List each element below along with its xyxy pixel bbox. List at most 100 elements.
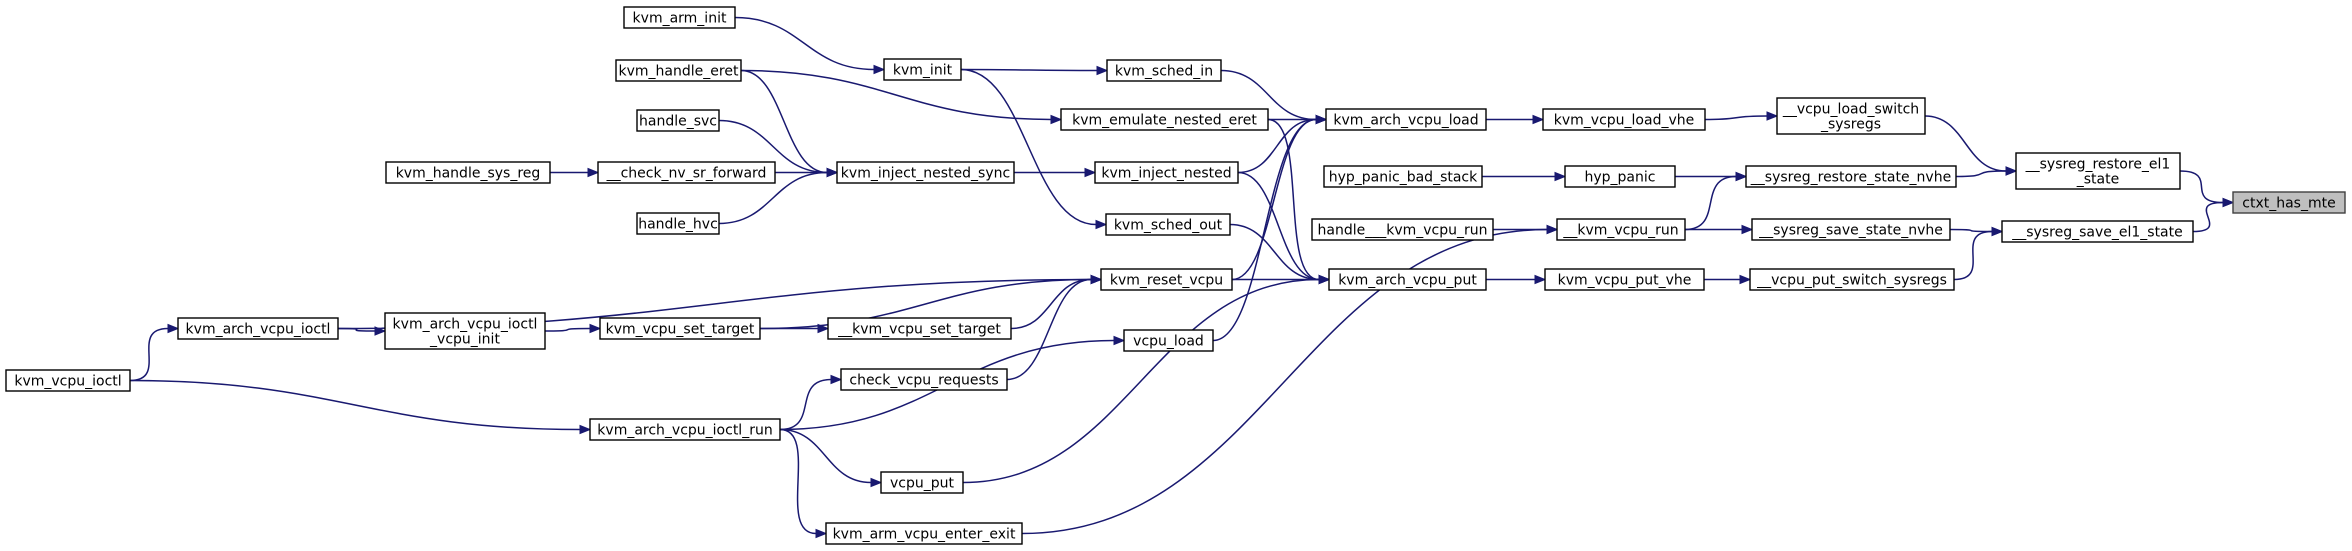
edge-line: [962, 278, 1320, 484]
node-kvm-arch-vcpu-ioctl-vcpu-init[interactable]: kvm_arch_vcpu_ioctl_vcpu_init: [384, 312, 546, 350]
edge-line: [740, 69, 1052, 121]
edge-kvm-arch-vcpu-ioctl-to-kvm-arch-vcpu-ioctl-vcpu-init: [337, 326, 387, 336]
edge-line: [337, 327, 376, 332]
node-label: kvm_arch_vcpu_ioctl: [393, 317, 538, 333]
edge-line: [779, 378, 832, 431]
node-kvm-sched-in[interactable]: kvm_sched_in: [1106, 59, 1222, 82]
node-hyp-panic-bad-stack[interactable]: hyp_panic_bad_stack: [1323, 165, 1483, 188]
node-ctxt-has-mte[interactable]: ctxt_has_mte: [2232, 191, 2346, 214]
node-label: __kvm_vcpu_set_target: [837, 322, 1001, 338]
node-box: [836, 161, 1015, 184]
node-box: [5, 369, 131, 392]
node-kvm-arm-vcpu-enter-exit[interactable]: kvm_arm_vcpu_enter_exit: [825, 522, 1023, 545]
node-kvm-vcpu-set-target-dunder[interactable]: __kvm_vcpu_set_target: [827, 317, 1012, 340]
node-label: kvm_vcpu_put_vhe: [1558, 273, 1692, 289]
node-sysreg-restore-el1-state[interactable]: __sysreg_restore_el1_state: [2015, 152, 2181, 190]
node-label: kvm_arm_init: [633, 11, 727, 27]
node-box: [840, 368, 1008, 391]
node-kvm-reset-vcpu[interactable]: kvm_reset_vcpu: [1100, 268, 1233, 291]
node-hyp-panic[interactable]: hyp_panic: [1564, 165, 1676, 188]
node-box: [615, 59, 742, 82]
node-kvm-emulate-nested-eret[interactable]: kvm_emulate_nested_eret: [1060, 108, 1269, 131]
arrowhead: [587, 167, 600, 178]
edge-kvm-handle-sys-reg-to-check-nv-sr-forward: [549, 167, 600, 178]
edge-kvm-arm-init-to-kvm-init: [734, 16, 886, 75]
node-label: __sysreg_restore_el1: [2025, 157, 2171, 173]
edge-line: [1949, 228, 1993, 233]
node-kvm-arch-vcpu-ioctl-run[interactable]: kvm_arch_vcpu_ioctl_run: [589, 418, 781, 441]
node-kvm-arch-vcpu-ioctl[interactable]: kvm_arch_vcpu_ioctl: [177, 317, 339, 340]
edge-line: [2192, 201, 2224, 233]
node-handle-svc[interactable]: handle_svc: [636, 109, 720, 132]
node-kvm-arch-vcpu-load[interactable]: kvm_arch_vcpu_load: [1325, 108, 1487, 131]
node-kvm-handle-sys-reg[interactable]: kvm_handle_sys_reg: [385, 161, 551, 184]
node-kvm-sched-out[interactable]: kvm_sched_out: [1105, 213, 1231, 236]
node-label: kvm_arch_vcpu_ioctl: [186, 322, 331, 338]
node-kvm-handle-eret[interactable]: kvm_handle_eret: [615, 59, 742, 82]
node-kvm-inject-nested[interactable]: kvm_inject_nested: [1094, 161, 1239, 184]
node-box: [1106, 59, 1222, 82]
edge-kvm-vcpu-set-target-to-kvm-vcpu-set-target-dunder: [760, 323, 830, 334]
edge-kvm-inject-nested-sync-to-kvm-inject-nested: [1013, 167, 1097, 178]
node-vcpu-load[interactable]: vcpu_load: [1123, 329, 1214, 352]
arrowhead: [1741, 224, 1754, 235]
edge-kvm-arch-vcpu-ioctl-run-to-check-vcpu-requests: [779, 374, 843, 431]
edge-vcpu-load-to-kvm-arch-vcpu-load: [1212, 114, 1328, 342]
node-handle-hvc[interactable]: handle_hvc: [636, 212, 720, 235]
edge-line: [1021, 228, 1548, 535]
node-vcpu-put[interactable]: vcpu_put: [880, 471, 964, 494]
edge-kvm-reset-vcpu-to-kvm-arch-vcpu-load: [1231, 114, 1328, 281]
arrowhead: [374, 326, 387, 336]
node-kvm-arm-init[interactable]: kvm_arm_init: [623, 6, 736, 29]
node-label: vcpu_put: [890, 476, 955, 492]
edge-hyp-panic-bad-stack-to-hyp-panic: [1482, 171, 1567, 182]
edge-line: [1267, 118, 1320, 281]
node-vcpu-load-switch-sysregs[interactable]: __vcpu_load_switch_sysregs: [1776, 97, 1926, 135]
edge-kvm-arch-vcpu-ioctl-run-to-vcpu-put: [779, 428, 883, 488]
node-label: _vcpu_init: [429, 332, 500, 348]
edge-line: [129, 379, 581, 431]
node-check-nv-sr-forward[interactable]: __check_nv_sr_forward: [597, 161, 776, 184]
node-kvm-vcpu-ioctl[interactable]: kvm_vcpu_ioctl: [5, 369, 131, 392]
edge-line: [1006, 278, 1092, 381]
node-label: __check_nv_sr_forward: [606, 166, 767, 182]
node-box: [1564, 165, 1676, 188]
arrowhead: [1096, 65, 1109, 76]
node-label: check_vcpu_requests: [849, 373, 998, 389]
node-kvm-vcpu-put-vhe[interactable]: kvm_vcpu_put_vhe: [1544, 268, 1705, 291]
node-label: handle_hvc: [638, 217, 718, 233]
node-sysreg-save-state-nvhe[interactable]: __sysreg_save_state_nvhe: [1751, 218, 1951, 241]
arrowhead: [1050, 114, 1063, 125]
node-sysreg-save-el1-state[interactable]: __sysreg_save_el1_state: [2001, 220, 2194, 243]
node-label: kvm_arch_vcpu_put: [1338, 273, 1477, 289]
arrowhead: [1318, 274, 1331, 285]
node-kvm-init[interactable]: kvm_init: [883, 58, 962, 81]
node-box: [880, 471, 964, 494]
edge-check-vcpu-requests-to-kvm-reset-vcpu: [1006, 274, 1103, 381]
node-handle-kvm-vcpu-run[interactable]: handle___kvm_vcpu_run: [1311, 218, 1494, 241]
edge-kvm-arm-vcpu-enter-exit-to-kvm-vcpu-run: [1021, 224, 1559, 535]
node-label: __sysreg_restore_state_nvhe: [1750, 170, 1951, 186]
node-vcpu-put-switch-sysregs[interactable]: __vcpu_put_switch_sysregs: [1749, 268, 1955, 291]
node-kvm-inject-nested-sync[interactable]: kvm_inject_nested_sync: [836, 161, 1015, 184]
edge-vcpu-put-switch-sysregs-to-sysreg-save-el1-state: [1953, 226, 2004, 281]
node-kvm-vcpu-set-target[interactable]: kvm_vcpu_set_target: [599, 317, 761, 340]
node-label: __sysreg_save_el1_state: [2011, 225, 2182, 241]
node-label: __kvm_vcpu_run: [1562, 223, 1678, 239]
node-kvm-vcpu-run[interactable]: __kvm_vcpu_run: [1556, 218, 1686, 241]
node-box: [2001, 220, 2194, 243]
node-label: kvm_init: [893, 63, 953, 79]
node-kvm-vcpu-load-vhe[interactable]: kvm_vcpu_load_vhe: [1542, 108, 1706, 131]
node-box: [1556, 218, 1686, 241]
node-sysreg-restore-state-nvhe[interactable]: __sysreg_restore_state_nvhe: [1745, 165, 1957, 188]
edge-line: [779, 428, 817, 535]
node-label: kvm_vcpu_ioctl: [14, 374, 121, 390]
node-kvm-arch-vcpu-put[interactable]: kvm_arch_vcpu_put: [1328, 268, 1487, 291]
edge-kvm-vcpu-load-vhe-to-vcpu-load-switch-sysregs: [1704, 111, 1779, 121]
arrowhead: [1735, 171, 1748, 182]
node-label: hyp_panic: [1585, 170, 1656, 186]
edge-line: [1924, 115, 2007, 172]
node-box: [177, 317, 339, 340]
node-check-vcpu-requests[interactable]: check_vcpu_requests: [840, 368, 1008, 391]
node-box: [1776, 97, 1926, 135]
